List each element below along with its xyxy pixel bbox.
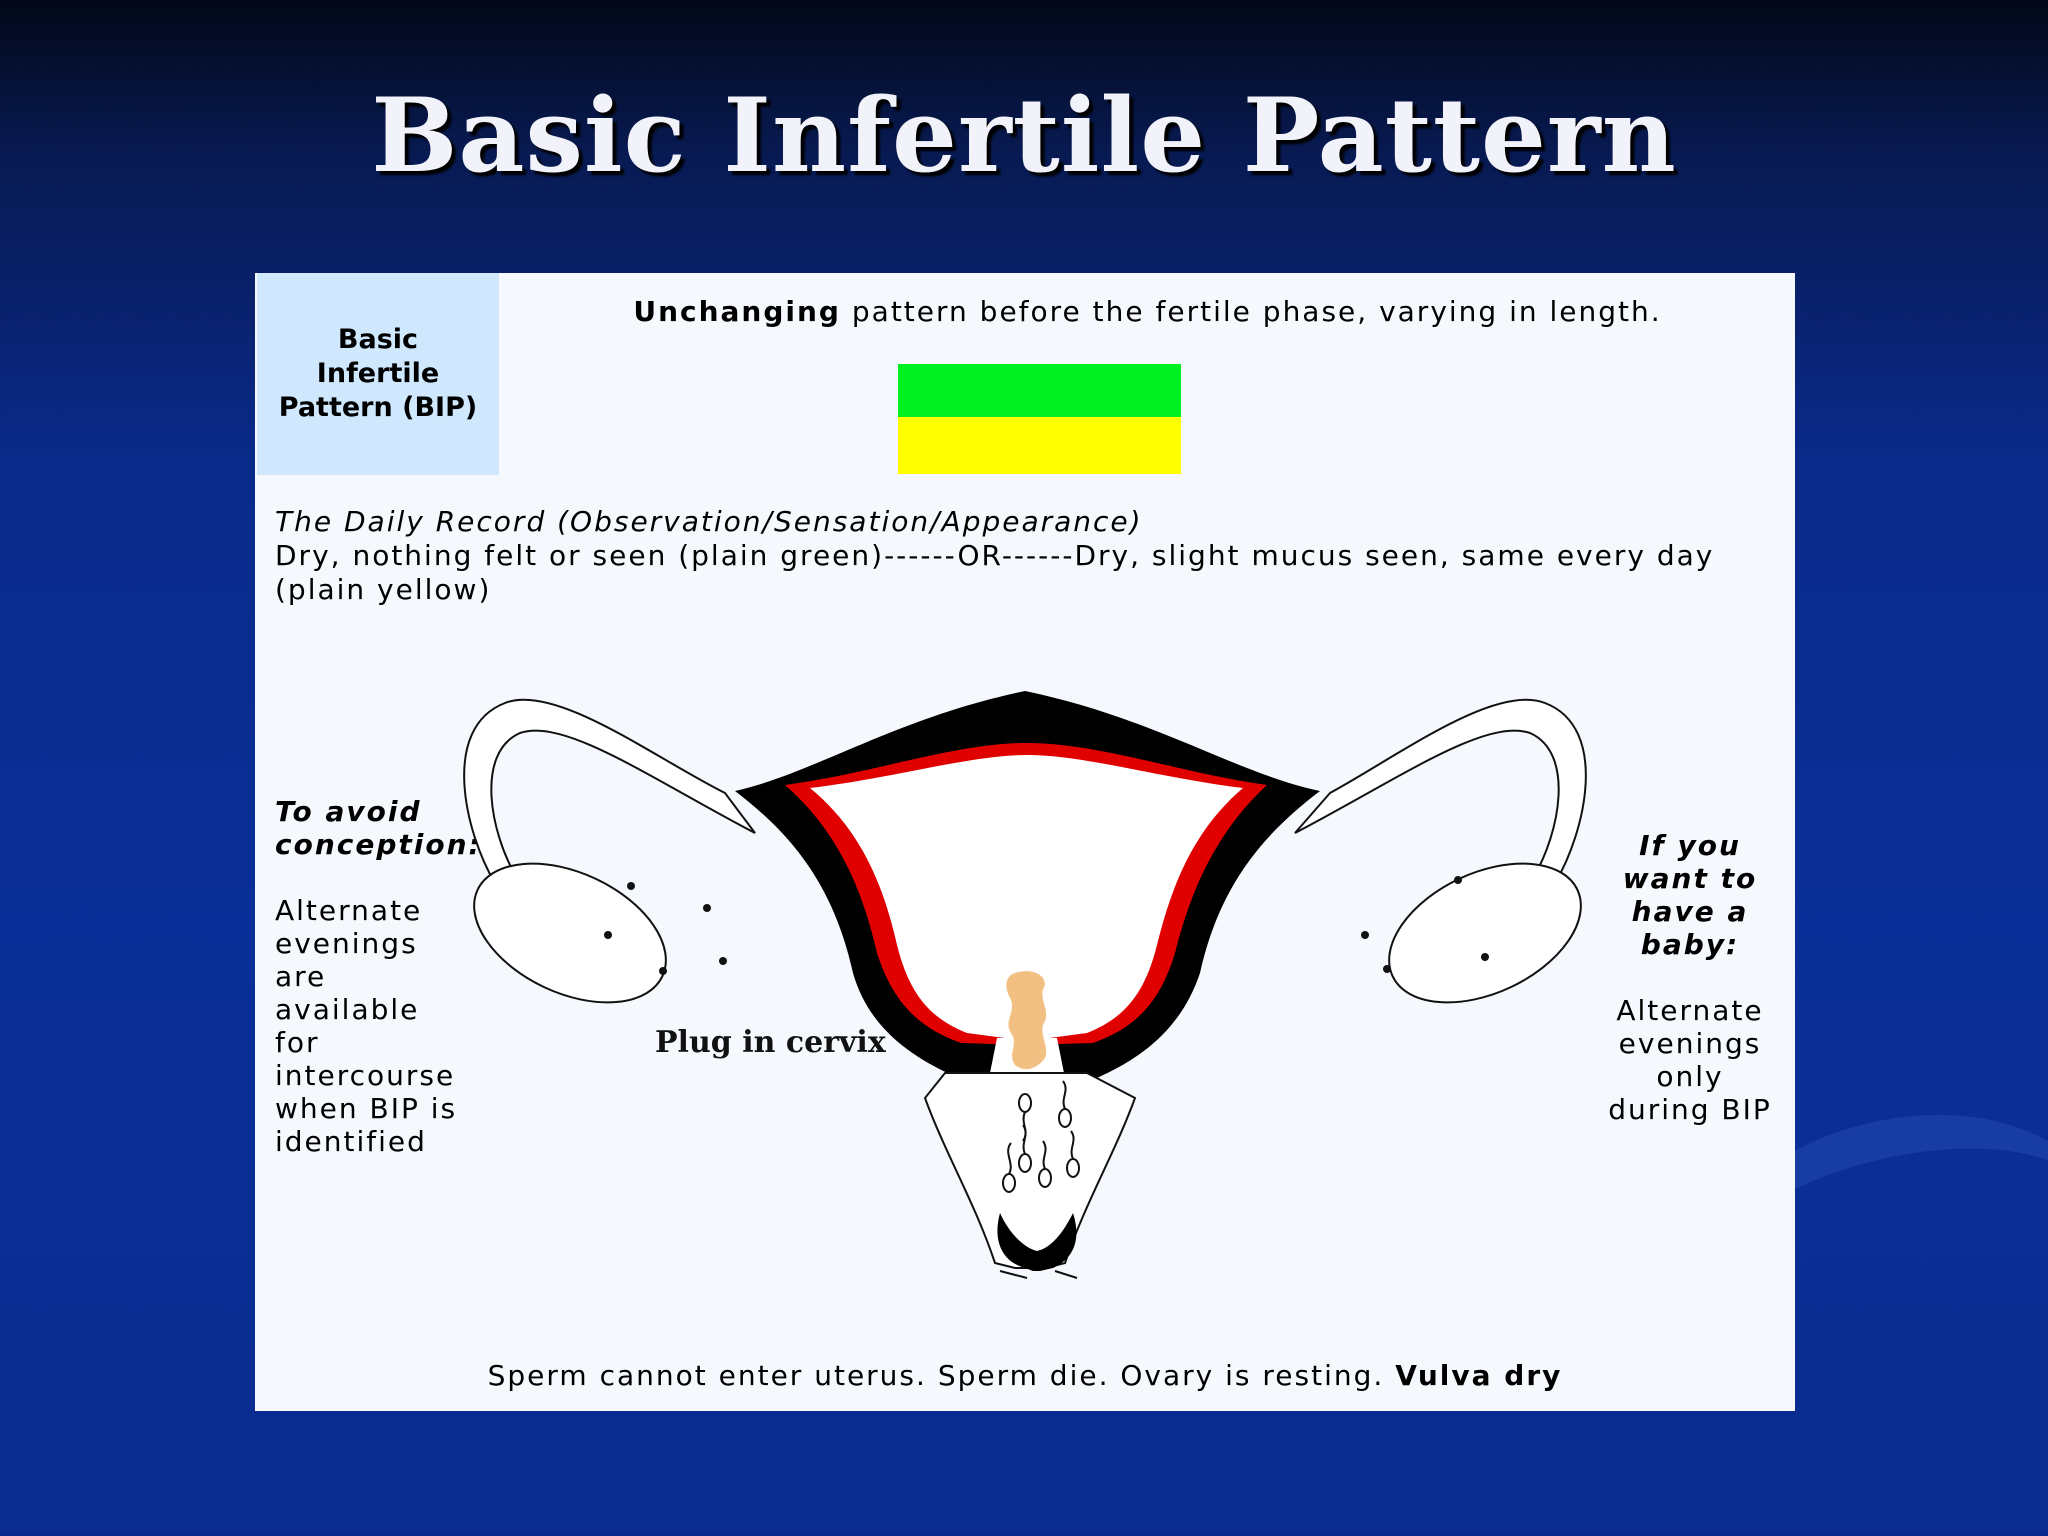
pattern-headline: Unchanging pattern before the fertile ph… xyxy=(505,295,1790,328)
baby-heading-line: want to xyxy=(1622,862,1758,895)
baby-line: only xyxy=(1656,1060,1724,1093)
color-stamp xyxy=(898,364,1181,474)
daily-record-heading: The Daily Record (Observation/Sensation/… xyxy=(275,505,1143,538)
right-fallopian-tube xyxy=(1294,698,1587,885)
slide-title: Basic Infertile Pattern xyxy=(371,76,1677,196)
baby-heading-line: have a xyxy=(1631,895,1749,928)
avoid-line: intercourse xyxy=(275,1059,456,1092)
headline-rest: pattern before the fertile phase, varyin… xyxy=(840,295,1662,328)
vulva xyxy=(997,1213,1077,1271)
mucus-plug xyxy=(1006,971,1047,1070)
bip-label-box: Basic Infertile Pattern (BIP) xyxy=(257,273,499,475)
avoid-line: when BIP is xyxy=(275,1092,458,1125)
right-ovary-follicles xyxy=(1361,876,1489,973)
sperm-cells xyxy=(1002,1080,1080,1193)
yellow-stamp-band xyxy=(898,417,1181,474)
avoid-line: evenings xyxy=(275,927,418,960)
left-ovary xyxy=(473,862,667,1004)
bip-label-line: Pattern (BIP) xyxy=(278,392,478,423)
left-fallopian-tube xyxy=(463,698,756,885)
daily-record: The Daily Record (Observation/Sensation/… xyxy=(275,505,1775,607)
footer-text: Sperm cannot enter uterus. Sperm die. Ov… xyxy=(487,1359,1396,1392)
bip-label-line: Infertile xyxy=(316,358,440,389)
baby-line: Alternate xyxy=(1616,994,1764,1027)
diagram-panel: Basic Infertile Pattern (BIP) Unchanging… xyxy=(255,273,1795,1411)
baby-heading-line: baby: xyxy=(1640,928,1740,961)
daily-record-text: Dry, nothing felt or seen (plain green)-… xyxy=(275,539,1715,606)
headline-bold: Unchanging xyxy=(633,295,841,328)
plug-in-cervix-label: Plug in cervix xyxy=(655,1025,886,1060)
bip-label-line: Basic xyxy=(337,324,419,355)
avoid-line: are xyxy=(275,960,327,993)
avoid-line: for xyxy=(275,1026,320,1059)
uterine-cavity xyxy=(810,755,1243,1041)
green-stamp-band xyxy=(898,364,1181,417)
footer-bold: Vulva dry xyxy=(1395,1359,1563,1392)
avoid-line: available xyxy=(275,993,420,1026)
footer-caption: Sperm cannot enter uterus. Sperm die. Ov… xyxy=(255,1359,1795,1392)
avoid-line: identified xyxy=(275,1125,427,1158)
avoid-heading-line: To avoid xyxy=(275,795,422,828)
left-ovary-follicles xyxy=(604,882,727,975)
baby-heading-line: If you xyxy=(1639,829,1741,862)
baby-line: during BIP xyxy=(1608,1093,1772,1126)
reproductive-tract-illustration xyxy=(463,691,1587,1279)
baby-line: evenings xyxy=(1618,1027,1762,1060)
right-ovary xyxy=(1388,862,1582,1004)
avoid-line: Alternate xyxy=(275,894,423,927)
avoid-heading-line: conception: xyxy=(275,828,482,861)
